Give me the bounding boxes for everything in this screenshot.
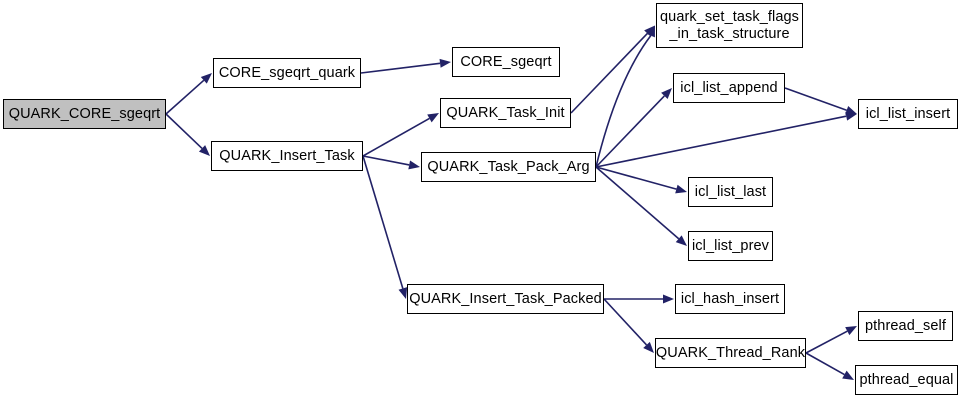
edge-quark_insert_task-to-quark_task_pack_arg (362, 155, 420, 170)
graph-node-label: icl_list_last (694, 183, 767, 200)
edge-quark_insert_task-to-quark_insert_task_packed (362, 155, 408, 299)
graph-node-icl_list_last[interactable]: icl_list_last (688, 177, 773, 207)
graph-node-quark_insert_task_packed[interactable]: QUARK_Insert_Task_Packed (407, 284, 604, 314)
graph-node-core_sgeqrt_quark[interactable]: CORE_sgeqrt_quark (213, 58, 361, 88)
graph-node-label: pthread_equal (859, 371, 954, 388)
graph-node-label: QUARK_Task_Init (446, 104, 565, 121)
graph-node-quark_thread_rank[interactable]: QUARK_Thread_Rank (655, 338, 806, 368)
graph-node-label: QUARK_Thread_Rank (655, 344, 806, 361)
graph-node-quark_task_pack_arg[interactable]: QUARK_Task_Pack_Arg (421, 152, 596, 182)
edge-quark_task_pack_arg-to-icl_list_append (595, 88, 672, 168)
edge-quark_task_pack_arg-to-icl_list_prev (595, 166, 687, 246)
edge-quark_task_pack_arg-to-quark_set_task_flags_in_task_structure (595, 25, 655, 168)
edge-quark_insert_task_packed-to-quark_thread_rank (603, 298, 654, 353)
graph-node-label: QUARK_Insert_Task_Packed (409, 290, 602, 307)
edge-quark_core_sgeqrt-to-quark_insert_task (165, 113, 210, 156)
graph-node-pthread_equal[interactable]: pthread_equal (855, 365, 958, 395)
graph-node-label: CORE_sgeqrt_quark (218, 64, 356, 81)
graph-node-core_sgeqrt[interactable]: CORE_sgeqrt (452, 47, 560, 77)
graph-node-icl_list_prev[interactable]: icl_list_prev (688, 231, 773, 261)
graph-node-icl_list_append[interactable]: icl_list_append (673, 73, 785, 103)
graph-node-quark_task_init[interactable]: QUARK_Task_Init (440, 98, 571, 128)
graph-node-label: QUARK_CORE_sgeqrt (8, 105, 161, 122)
edge-core_sgeqrt_quark-to-core_sgeqrt (360, 58, 451, 74)
graph-node-quark_core_sgeqrt[interactable]: QUARK_CORE_sgeqrt (3, 99, 166, 129)
edge-quark_thread_rank-to-pthread_equal (805, 352, 854, 380)
graph-node-icl_hash_insert[interactable]: icl_hash_insert (675, 284, 785, 314)
edge-quark_task_pack_arg-to-icl_list_insert (595, 111, 857, 168)
edge-quark_task_pack_arg-to-icl_list_last (595, 166, 687, 194)
graph-node-label: quark_set_task_flags _in_task_structure (659, 8, 800, 42)
edge-icl_list_append-to-icl_list_insert (784, 87, 857, 115)
graph-node-label: QUARK_Task_Pack_Arg (427, 158, 590, 175)
graph-node-pthread_self[interactable]: pthread_self (858, 311, 953, 341)
graph-node-quark_insert_task[interactable]: QUARK_Insert_Task (211, 141, 363, 171)
graph-node-quark_set_task_flags_in_task_structure[interactable]: quark_set_task_flags _in_task_structure (656, 3, 803, 48)
edge-quark_task_init-to-quark_set_task_flags_in_task_structure (570, 25, 655, 114)
graph-node-label: pthread_self (864, 317, 946, 334)
graph-node-label: icl_list_prev (691, 237, 770, 254)
graph-node-label: CORE_sgeqrt (460, 53, 552, 70)
graph-node-label: icl_hash_insert (680, 290, 780, 307)
edge-quark_insert_task_packed-to-icl_hash_insert (604, 294, 674, 304)
graph-node-label: QUARK_Insert_Task (219, 147, 355, 164)
edge-quark_thread_rank-to-pthread_self (805, 326, 857, 354)
edge-quark_insert_task-to-quark_task_init (362, 113, 439, 157)
graph-node-icl_list_insert[interactable]: icl_list_insert (858, 99, 958, 129)
edge-quark_core_sgeqrt-to-core_sgeqrt_quark (165, 73, 212, 115)
graph-node-label: icl_list_insert (865, 105, 951, 122)
graph-node-label: icl_list_append (680, 79, 778, 96)
